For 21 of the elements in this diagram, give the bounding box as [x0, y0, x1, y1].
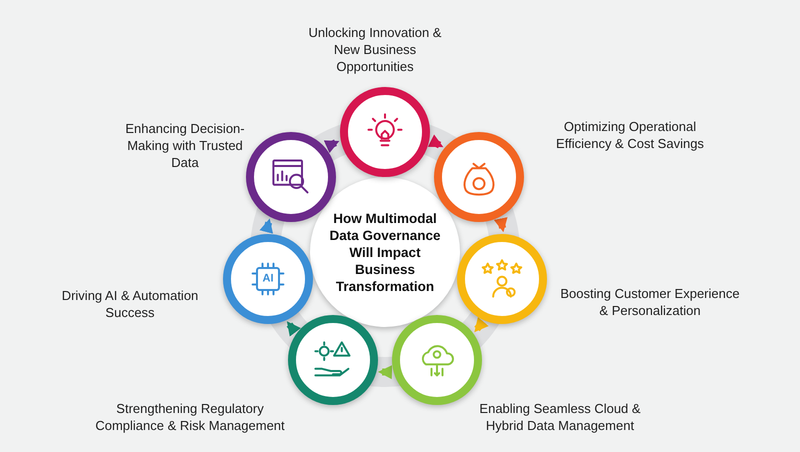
arrow	[286, 321, 301, 337]
step-label: Unlocking Innovation & New Business Opportunities	[308, 24, 442, 75]
icon-circle	[456, 234, 547, 324]
icon-circle	[340, 87, 430, 177]
step-label: Boosting Customer Experience & Personalization	[560, 285, 740, 319]
chip-label: AI	[262, 273, 274, 284]
icon-circle	[392, 315, 482, 406]
arrow	[474, 317, 489, 332]
arrow	[378, 365, 392, 380]
step-label: Driving AI & Automation Success	[60, 287, 200, 321]
step-label: Strengthening Regulatory Compliance & Risk Management	[94, 400, 286, 434]
center-title: How Multimodal Data Governance Will Impact Business Transformation	[328, 210, 442, 294]
arrow	[428, 134, 444, 148]
step-label: Enhancing Decision-Making with Trusted Data	[125, 120, 245, 171]
step-label: Enabling Seamless Cloud & Hybrid Data Management	[478, 400, 642, 434]
arrow	[494, 217, 508, 232]
arrow	[260, 218, 274, 234]
icon-circle	[223, 234, 313, 324]
icon-circle	[288, 315, 378, 406]
arrow	[324, 140, 340, 154]
step-label: Optimizing Operational Efficiency & Cost Savings	[555, 118, 705, 152]
